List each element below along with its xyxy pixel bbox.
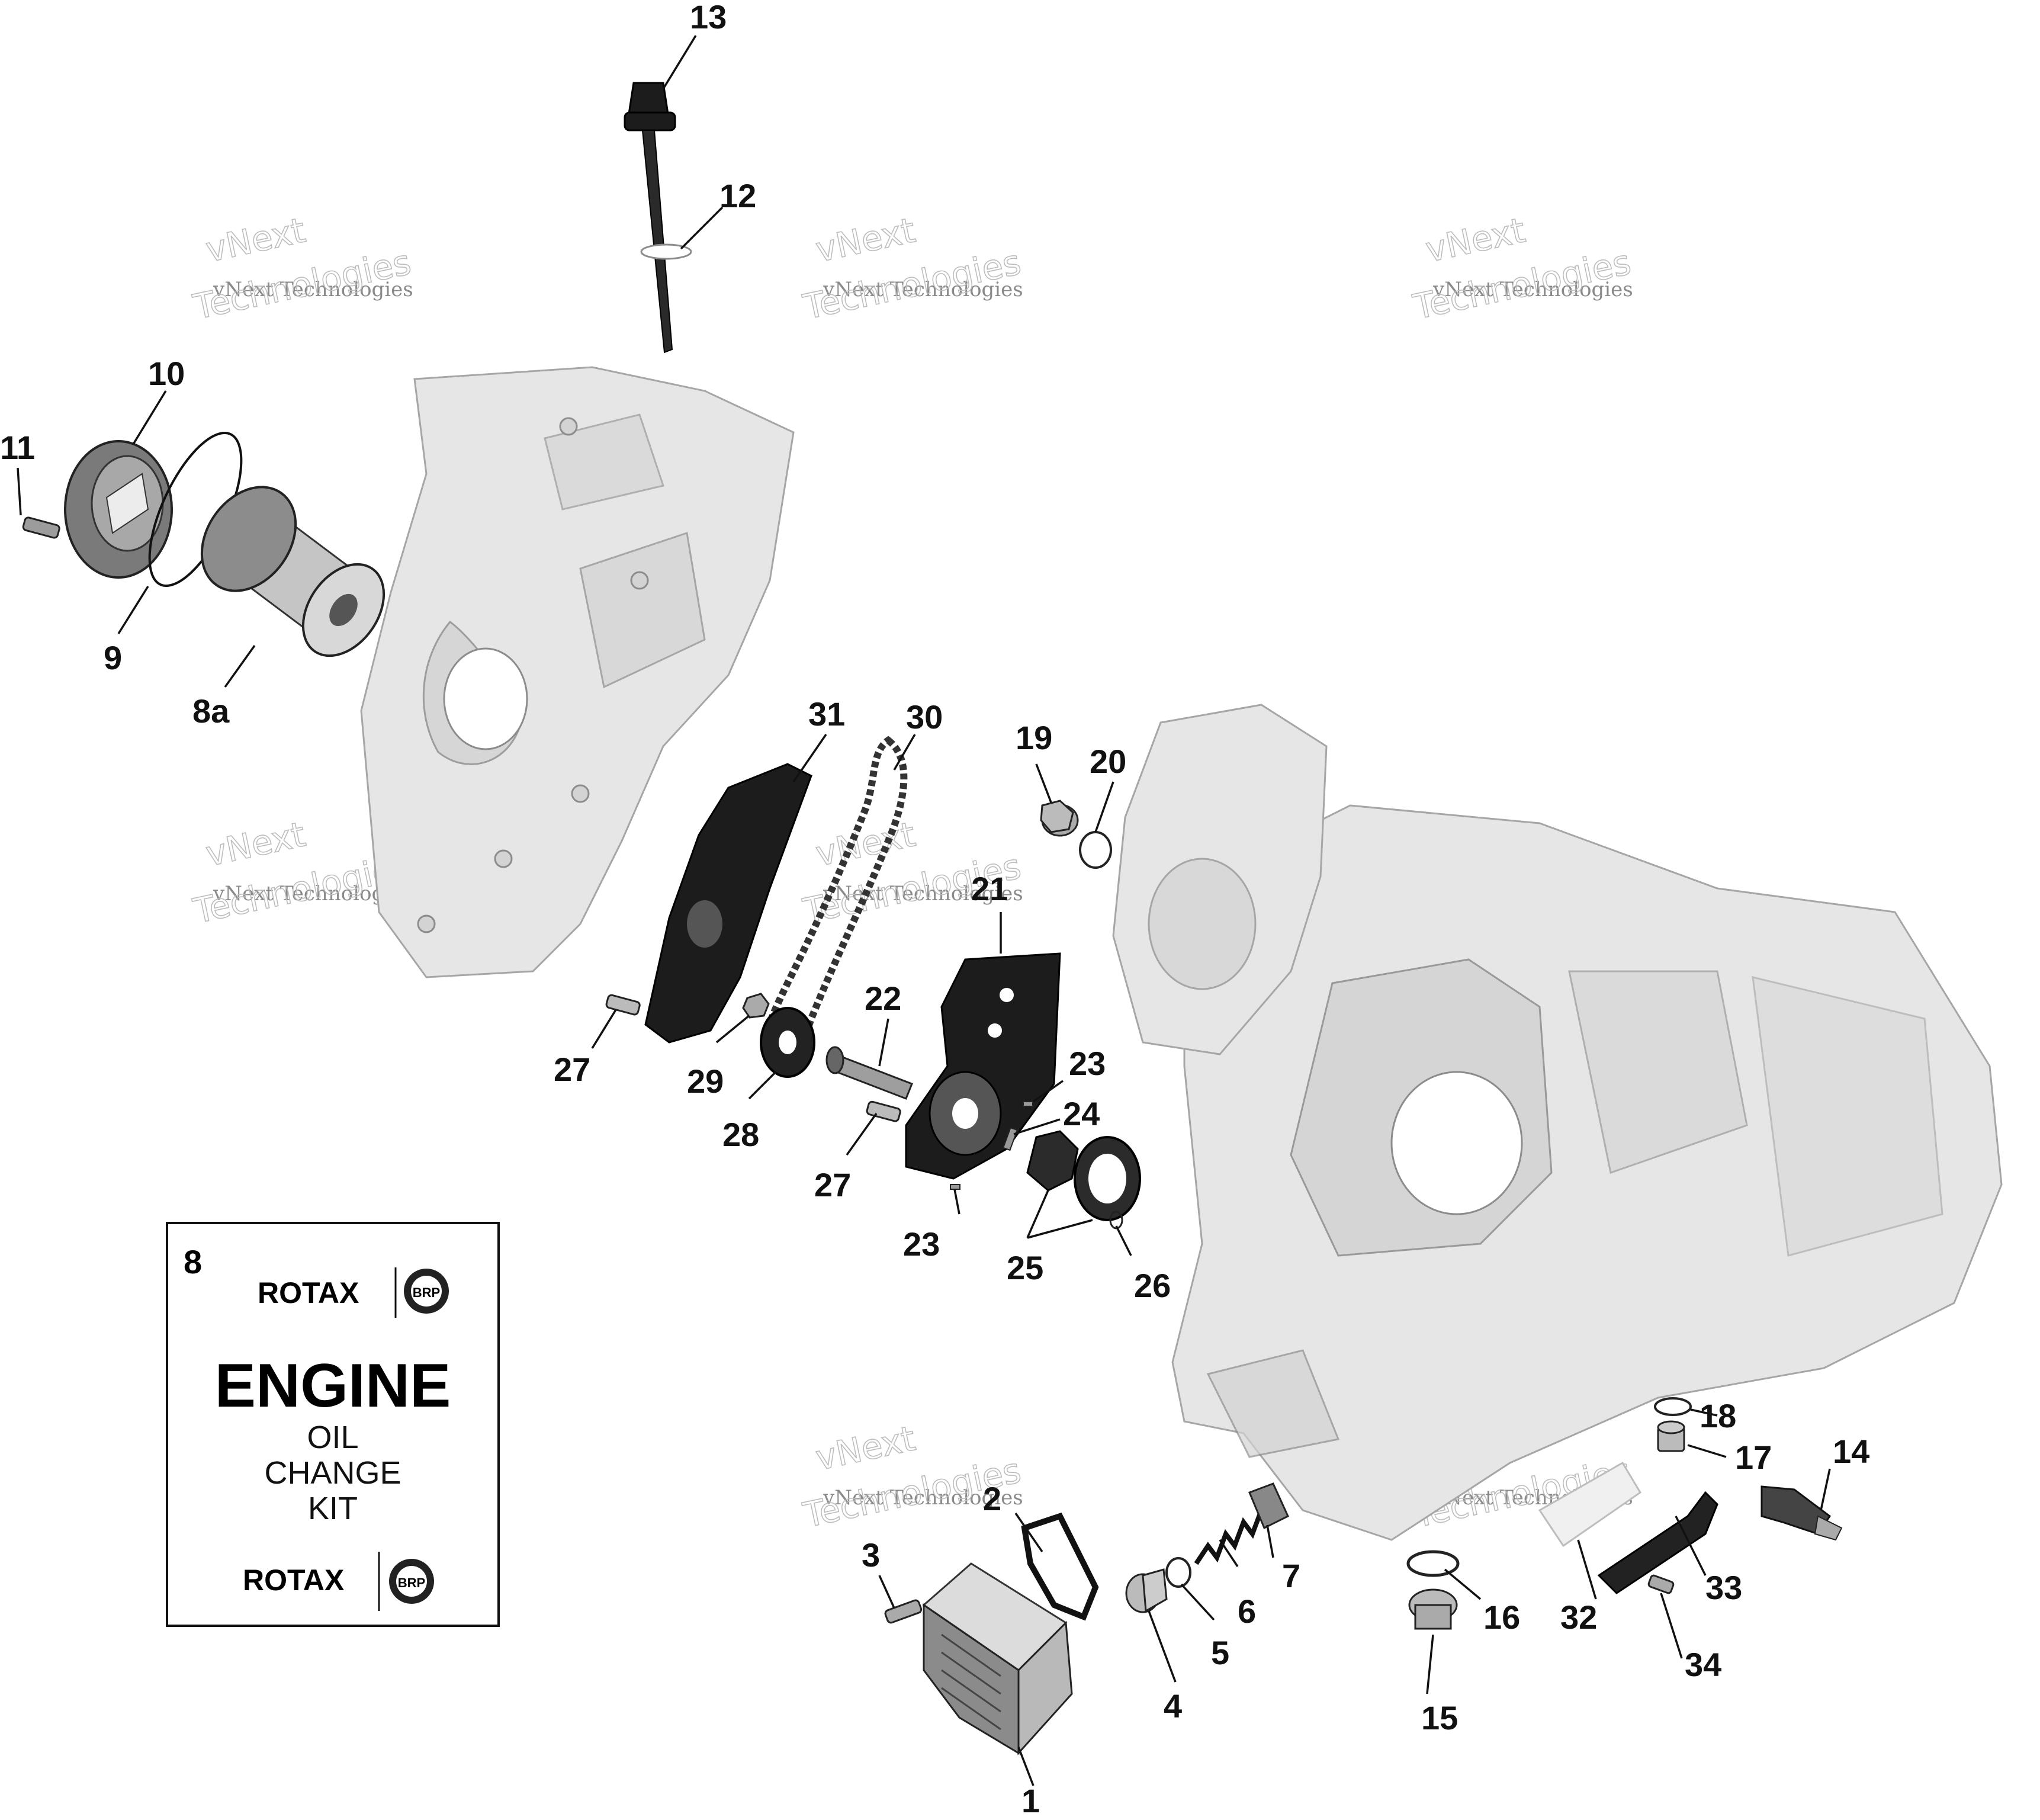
callout-26: 26 — [1134, 1267, 1171, 1304]
callout-22: 22 — [865, 980, 901, 1017]
watermark-vnext: vNext — [1422, 210, 1529, 270]
oil-cooler-screw — [884, 1599, 923, 1624]
relief-valve-spring — [1194, 1509, 1264, 1565]
callout-8: 8 — [184, 1243, 202, 1280]
circlip — [1109, 1211, 1123, 1230]
drain-plug-gasket — [1406, 1550, 1460, 1577]
sensor-cover — [1538, 1461, 1642, 1548]
callout-30: 30 — [906, 698, 943, 736]
oil-filter-cap — [64, 440, 173, 579]
callout-32: 32 — [1560, 1598, 1597, 1636]
callout-4: 4 — [1164, 1687, 1182, 1725]
rotax-wordmark: ROTAX — [243, 1564, 344, 1597]
watermark-vnext: vNext — [203, 210, 309, 270]
kit-line-change: CHANGE — [264, 1455, 401, 1491]
oil-pressure-switch — [1657, 1420, 1685, 1452]
crankcase-cover — [360, 366, 795, 978]
dowel-pin — [1023, 1101, 1033, 1107]
oil-pump-sprocket — [760, 1007, 815, 1078]
oil-change-kit-box: 8 ROTAX BRP ENGINE OIL CHANGE KIT ROTAX … — [166, 1222, 500, 1627]
dipstick — [624, 82, 676, 354]
kit-line-kit: KIT — [308, 1491, 358, 1526]
callout-3: 3 — [862, 1536, 880, 1574]
callout-23-lower: 23 — [903, 1225, 940, 1263]
callout-8a: 8a — [192, 692, 230, 730]
sensor-washer — [1654, 1397, 1692, 1416]
callout-12: 12 — [719, 177, 756, 214]
side-cover — [1112, 704, 1328, 1055]
callout-5: 5 — [1211, 1634, 1229, 1671]
watermark-text: vNext Technologies — [823, 1486, 1023, 1510]
pressure-relief-plug — [1125, 1568, 1168, 1613]
kit-line-oil: OIL — [307, 1420, 358, 1455]
crankcase — [1171, 804, 2003, 1541]
bypass-plug — [1040, 800, 1079, 837]
oil-pump-shaft — [825, 1046, 913, 1100]
callout-10: 10 — [148, 355, 185, 392]
oil-filter-cap-screw — [22, 516, 60, 539]
sensor-bracket — [1597, 1491, 1718, 1594]
chain-guide — [644, 763, 812, 1044]
watermark-text: vNext Technologies — [823, 882, 1023, 906]
oil-filter — [200, 486, 385, 657]
callout-27-lower: 27 — [814, 1166, 851, 1203]
callout-19: 19 — [1016, 719, 1052, 756]
callout-21: 21 — [971, 870, 1008, 907]
callout-25: 25 — [1007, 1249, 1043, 1286]
oil-cooler — [922, 1562, 1073, 1755]
watermark-vnext: vNext — [812, 814, 919, 874]
brp-badge: BRP — [413, 1285, 440, 1300]
kit-title: ENGINE — [215, 1352, 451, 1420]
rotax-logo-top: ROTAX BRP — [258, 1267, 449, 1318]
callout-34: 34 — [1685, 1646, 1721, 1683]
watermark-vnext: vNext — [812, 1418, 919, 1478]
relief-valve-piston — [1248, 1482, 1289, 1530]
callout-23-upper: 23 — [1069, 1045, 1106, 1082]
rotax-wordmark: ROTAX — [258, 1276, 359, 1309]
callout-16: 16 — [1483, 1598, 1520, 1636]
callout-20: 20 — [1090, 743, 1126, 780]
callout-11: 11 — [0, 429, 35, 466]
callout-29: 29 — [687, 1063, 724, 1100]
oil-temperature-sensor — [1760, 1485, 1843, 1541]
callout-18: 18 — [1700, 1397, 1736, 1434]
oil-pump-rotors — [1026, 1130, 1141, 1221]
guide-screw — [605, 994, 641, 1016]
callout-13: 13 — [690, 0, 727, 36]
watermark-vnext: vNext — [812, 210, 919, 270]
callout-24: 24 — [1063, 1095, 1100, 1132]
callout-2: 2 — [983, 1480, 1001, 1517]
plug-o-ring — [1079, 831, 1112, 869]
oil-pump-housing — [905, 952, 1061, 1180]
callout-17: 17 — [1735, 1439, 1772, 1476]
callout-9: 9 — [104, 639, 122, 676]
dowel-pin — [950, 1184, 960, 1190]
watermark-text: vNext Technologies — [823, 278, 1023, 301]
bracket-screw — [1647, 1574, 1675, 1594]
callout-labels: 13 12 10 11 9 8a 31 30 19 20 21 22 23 24… — [0, 0, 1869, 1819]
callout-14: 14 — [1833, 1433, 1869, 1470]
callout-6: 6 — [1238, 1593, 1256, 1630]
callout-31: 31 — [808, 695, 845, 733]
oil-cooler-gasket — [1021, 1512, 1099, 1621]
callout-27-upper: 27 — [554, 1051, 590, 1088]
callout-28: 28 — [722, 1116, 759, 1153]
pump-screw — [866, 1100, 901, 1122]
sprocket-nut — [742, 993, 770, 1019]
watermark-vnext: vNext — [203, 814, 309, 874]
leader-lines — [17, 35, 1831, 1786]
drain-plug — [1408, 1588, 1458, 1630]
relief-plug-o-ring — [1165, 1557, 1191, 1588]
brp-badge: BRP — [398, 1575, 425, 1590]
callout-7: 7 — [1282, 1557, 1300, 1594]
dipstick-o-ring — [640, 243, 692, 260]
rotax-logo-bottom: ROTAX BRP — [243, 1552, 434, 1611]
watermark-text: vNext Technologies — [213, 278, 413, 301]
callout-1: 1 — [1021, 1782, 1040, 1819]
callout-15: 15 — [1421, 1699, 1458, 1736]
callout-33: 33 — [1705, 1569, 1742, 1606]
watermark-text: vNext Technologies — [1432, 278, 1633, 301]
